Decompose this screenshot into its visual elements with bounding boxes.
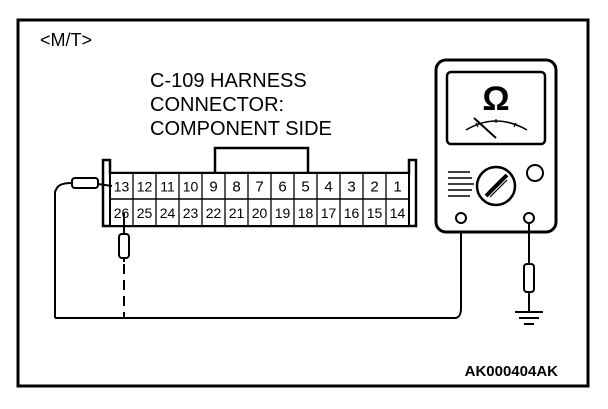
pin-number: 14 [390,205,406,221]
pin-number: 6 [278,179,286,196]
pin-number: 23 [183,205,199,221]
figure-code: AK000404AK [465,363,559,380]
probe-pin-13 [54,177,113,318]
bottom-row-pins: 26 25 24 23 22 21 20 19 18 17 16 15 14 [114,199,406,226]
pin-number: 24 [160,205,176,221]
selector-dial-icon [475,165,517,207]
ground-symbol-icon [515,311,543,325]
probe-icon [71,177,99,189]
lead-wire-bottom [55,222,462,319]
meter-needle [473,117,497,139]
meter-zero-knob [526,164,544,182]
pin-number: 8 [232,179,240,196]
probe-icon [118,233,130,259]
connector-title-line-2: CONNECTOR: [150,94,284,116]
connector-title: C-109 HARNESS CONNECTOR: COMPONENT SIDE [150,70,332,140]
connector-title-line-1: C-109 HARNESS [150,70,307,92]
pin-number: 1 [393,179,401,196]
pin-number: 16 [344,205,360,221]
pin-number: 25 [137,205,153,221]
pin-number: 17 [321,205,337,221]
variant-label: <M/T> [40,30,92,50]
pin-number: 11 [160,179,175,195]
pin-number: 4 [324,179,332,196]
lead-wire-left [54,182,73,318]
pin-number: 2 [370,179,378,196]
pin-number: 13 [114,179,130,195]
ground-lead [515,222,543,325]
ohm-symbol: Ω [482,80,509,118]
ohmmeter-icon: Ω [434,58,558,234]
pin-number: 20 [252,205,268,221]
pin-number: 3 [347,179,355,196]
connector-title-line-3: COMPONENT SIDE [150,118,332,140]
pin-number: 10 [183,179,199,195]
meter-terminal-left [455,212,467,224]
pin-number: 12 [137,179,153,195]
pin-number: 9 [209,179,217,196]
probe-pin-26 [118,213,130,318]
pin-number: 21 [229,205,245,221]
range-marks [448,171,474,197]
probe-icon [523,263,535,293]
connector-lock-tab [213,146,310,173]
diagram-frame [16,18,590,388]
pin-number: 7 [255,179,263,196]
pin-number: 5 [301,179,309,196]
pin-number: 19 [275,205,291,221]
pin-number: 18 [298,205,314,221]
pin-number: 15 [367,205,383,221]
pin-number: 26 [114,205,130,221]
meter-terminal-right [523,212,535,224]
pin-number: 22 [206,205,222,221]
